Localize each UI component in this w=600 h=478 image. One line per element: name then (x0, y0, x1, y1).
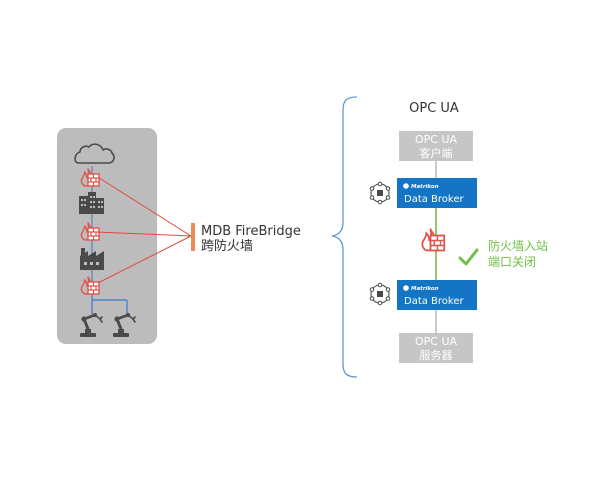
robot-branch-lines (91, 296, 128, 314)
network-node-icon (369, 181, 391, 205)
broker-top-brand: Matrikon (411, 184, 439, 190)
server-line1: OPC UA (415, 335, 458, 348)
broker-bottom-label: Data Broker (404, 296, 465, 307)
broker-bottom-brand: Matrikon (411, 286, 439, 292)
network-node-icon (369, 282, 391, 306)
left-panel (57, 128, 157, 344)
client-line1: OPC UA (415, 133, 458, 146)
server-line2: 服务器 (420, 349, 453, 362)
firebridge-title: MDB FireBridge (201, 224, 301, 239)
office-building-icon (79, 192, 104, 214)
broker-top-label: Data Broker (404, 194, 465, 205)
client-line2: 客户端 (420, 146, 453, 160)
opc-ua-server-box (399, 333, 473, 363)
firewall-note-line1: 防火墙入站 (488, 238, 548, 253)
matrikon-logo-icon (403, 285, 409, 291)
grouping-brace (331, 96, 358, 378)
factory-icon (80, 248, 104, 270)
opc-ua-heading: OPC UA (409, 101, 459, 116)
check-icon (458, 248, 479, 266)
opc-ua-client-box (399, 131, 473, 161)
firebridge-connector-lines (95, 175, 192, 285)
firebridge-subtitle: 跨防火墙 (201, 238, 253, 254)
firewall-note-line2: 端口关闭 (488, 255, 536, 269)
firewall-icon (421, 228, 446, 252)
matrikon-logo-icon (403, 183, 409, 189)
cloud-icon (74, 143, 115, 164)
firebridge-accent-bar (191, 223, 195, 251)
data-broker-top-box (397, 178, 477, 208)
data-broker-bottom-box (397, 280, 477, 310)
